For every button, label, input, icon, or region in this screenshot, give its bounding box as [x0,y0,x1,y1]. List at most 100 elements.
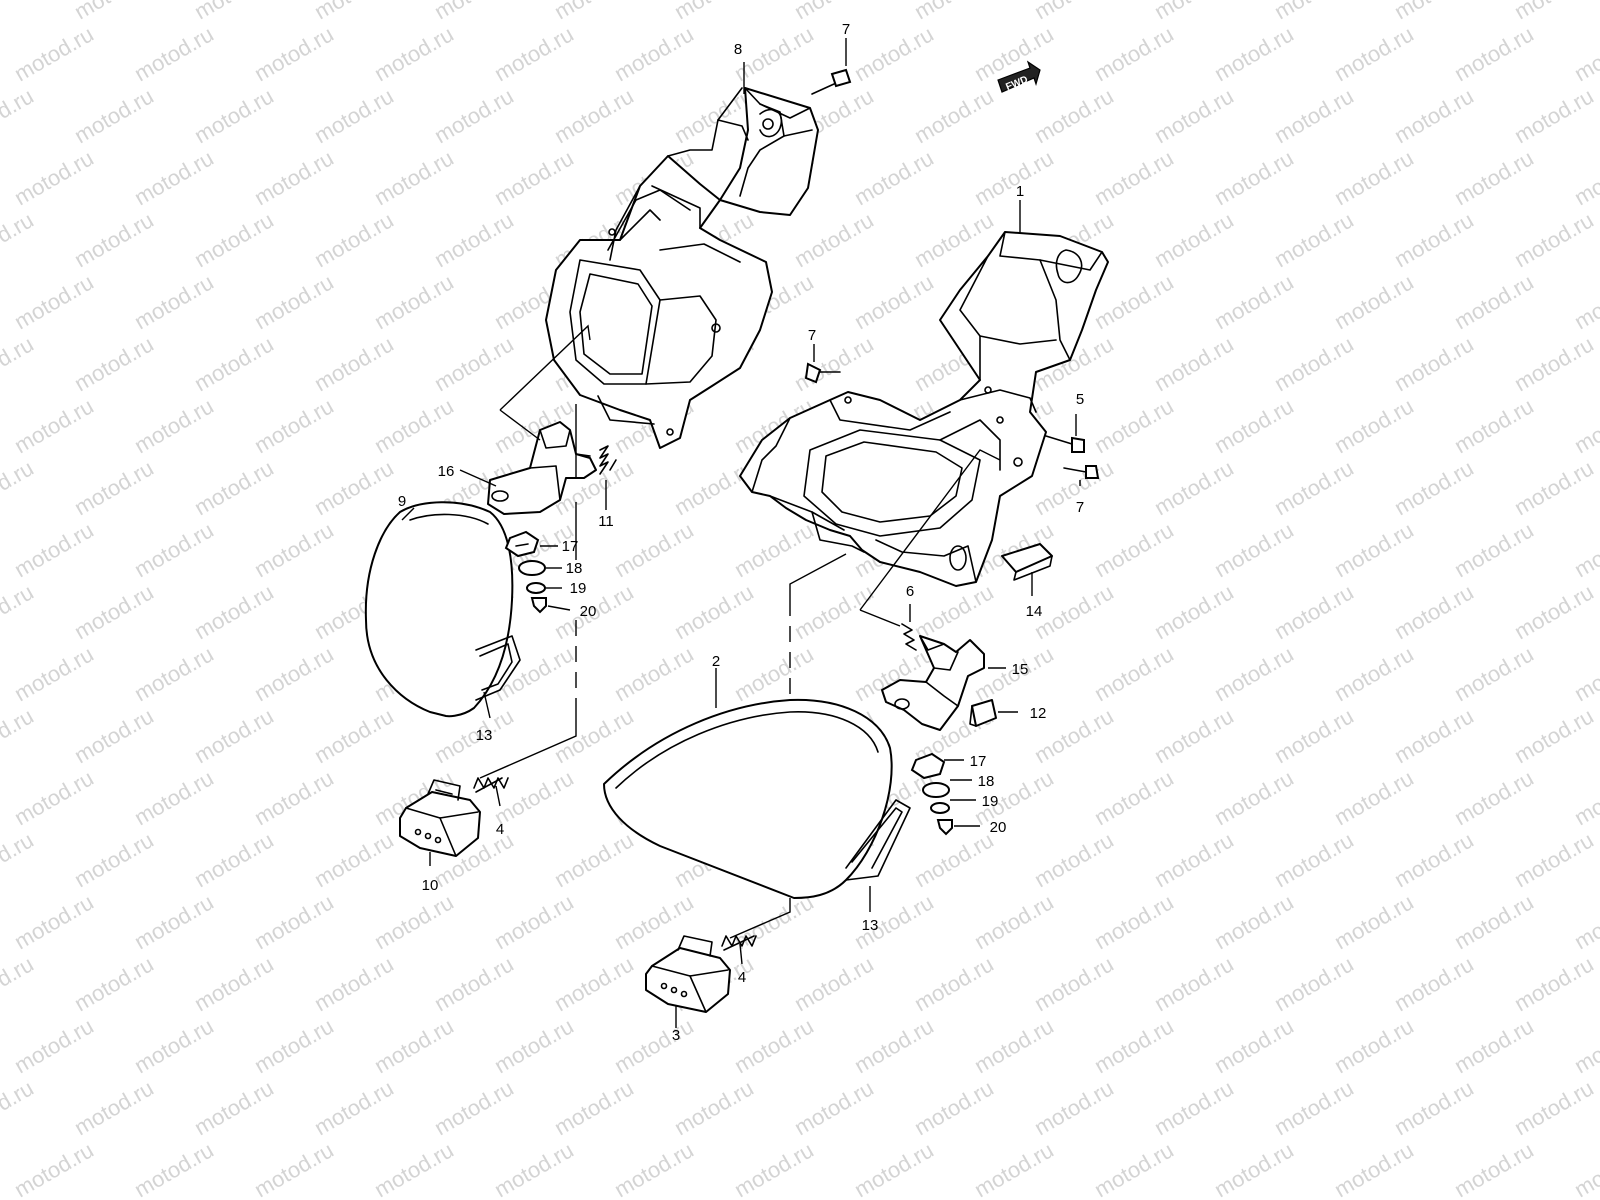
watermark-text: motod.ru [370,269,458,334]
part-11-spring [599,445,617,475]
watermark-text: motod.ru [670,579,758,644]
watermark-text: motod.ru [0,703,38,768]
watermark-text: motod.ru [430,1075,518,1140]
watermark-text: motod.ru [1330,641,1418,706]
watermark-text: motod.ru [10,765,98,830]
callout-20: 20 [990,819,1007,836]
watermark-text: motod.ru [1270,951,1358,1016]
watermark-text: motod.ru [610,517,698,582]
watermark-text: motod.ru [1450,641,1538,706]
watermark-text: motod.ru [130,517,218,582]
watermark-text: motod.ru [490,1137,578,1200]
watermark-text: motod.ru [130,641,218,706]
watermark-text: motod.ru [1210,1137,1298,1200]
watermark-text: motod.ru [0,0,38,24]
watermark-text: motod.ru [1450,21,1538,86]
watermark-text: motod.ru [1090,765,1178,830]
watermark-text: motod.ru [1330,269,1418,334]
watermark-text: motod.ru [1330,1137,1418,1200]
watermark-text: motod.ru [1270,207,1358,272]
watermark-text: motod.ru [190,207,278,272]
callout-17: 17 [562,538,579,555]
callout-13: 13 [476,727,493,744]
watermark-text: motod.ru [1570,1013,1600,1078]
watermark-text: motod.ru [1390,455,1478,520]
watermark-text: motod.ru [910,1075,998,1140]
watermark-text: motod.ru [1090,889,1178,954]
watermark-text: motod.ru [730,21,818,86]
watermark-text: motod.ru [1210,889,1298,954]
watermark-text: motod.ru [1090,641,1178,706]
watermark-text: motod.ru [250,1137,338,1200]
watermark-text: motod.ru [1510,0,1598,24]
watermark-text: motod.ru [1450,517,1538,582]
watermark-text: motod.ru [250,889,338,954]
right-fastener-stack [910,752,953,836]
watermark-text: motod.ru [670,455,758,520]
callout-18: 18 [566,560,583,577]
callout-20: 20 [580,603,597,620]
watermark-text: motod.ru [190,0,278,24]
watermark-text: motod.ru [1330,21,1418,86]
watermark-text: motod.ru [610,641,698,706]
watermark-text: motod.ru [1510,703,1598,768]
watermark-text: motod.ru [1150,579,1238,644]
watermark-text: motod.ru [70,331,158,396]
watermark-text: motod.ru [550,83,638,148]
watermark-text: motod.ru [1150,0,1238,24]
watermark-text: motod.ru [1510,1075,1598,1140]
part-4-spring-left [473,777,509,793]
watermark-text: motod.ru [1030,951,1118,1016]
watermark-text: motod.ru [370,21,458,86]
watermark-text: motod.ru [1390,951,1478,1016]
watermark-text: motod.ru [1210,517,1298,582]
watermark-text: motod.ru [1150,951,1238,1016]
watermark-text: motod.ru [790,1075,878,1140]
watermark-text: motod.ru [190,1075,278,1140]
watermark-text: motod.ru [970,1137,1058,1200]
watermark-text: motod.ru [1270,703,1358,768]
callout-4: 4 [738,969,746,986]
watermark-text: motod.ru [250,1013,338,1078]
watermark-text: motod.ru [10,269,98,334]
callout-9: 9 [398,493,406,510]
watermark-text: motod.ru [310,0,398,24]
watermark-text: motod.ru [1150,827,1238,892]
watermark-text: motod.ru [1210,21,1298,86]
watermark-text: motod.ru [550,0,638,24]
watermark-text: motod.ru [910,83,998,148]
watermark-text: motod.ru [10,145,98,210]
callout-18: 18 [978,773,995,790]
watermark-text: motod.ru [10,517,98,582]
watermark-text: motod.ru [1570,269,1600,334]
watermark-text: motod.ru [1090,1137,1178,1200]
watermark-text: motod.ru [1090,393,1178,458]
watermark-text: motod.ru [370,1013,458,1078]
watermark-text: motod.ru [1510,455,1598,520]
watermark-text: motod.ru [130,889,218,954]
watermark-text: motod.ru [10,393,98,458]
watermark-text: motod.ru [1450,889,1538,954]
watermark-text: motod.ru [0,827,38,892]
watermark-text: motod.ru [190,951,278,1016]
watermark-text: motod.ru [130,1137,218,1200]
watermark-text: motod.ru [1210,269,1298,334]
watermark-text: motod.ru [430,951,518,1016]
watermark-text: motod.ru [250,21,338,86]
watermark-text: motod.ru [370,889,458,954]
watermark-text: motod.ru [1570,1137,1600,1200]
watermark-text: motod.ru [1030,1075,1118,1140]
callout-3: 3 [672,1027,680,1044]
watermark-text: motod.ru [1030,455,1118,520]
callout-labels: 8 7 1 7 5 7 16 11 9 17 18 19 20 13 4 10 … [398,21,1084,1044]
callout-7: 7 [842,21,850,38]
callout-10: 10 [422,877,439,894]
watermark-text: motod.ru [310,951,398,1016]
watermark-text: motod.ru [1450,1013,1538,1078]
watermark-text: motod.ru [1210,393,1298,458]
watermark-text: motod.ru [550,827,638,892]
watermark-text: motod.ru [550,703,638,768]
watermark-text: motod.ru [1270,331,1358,396]
watermark-text: motod.ru [10,641,98,706]
watermark-text: motod.ru [1150,1075,1238,1140]
